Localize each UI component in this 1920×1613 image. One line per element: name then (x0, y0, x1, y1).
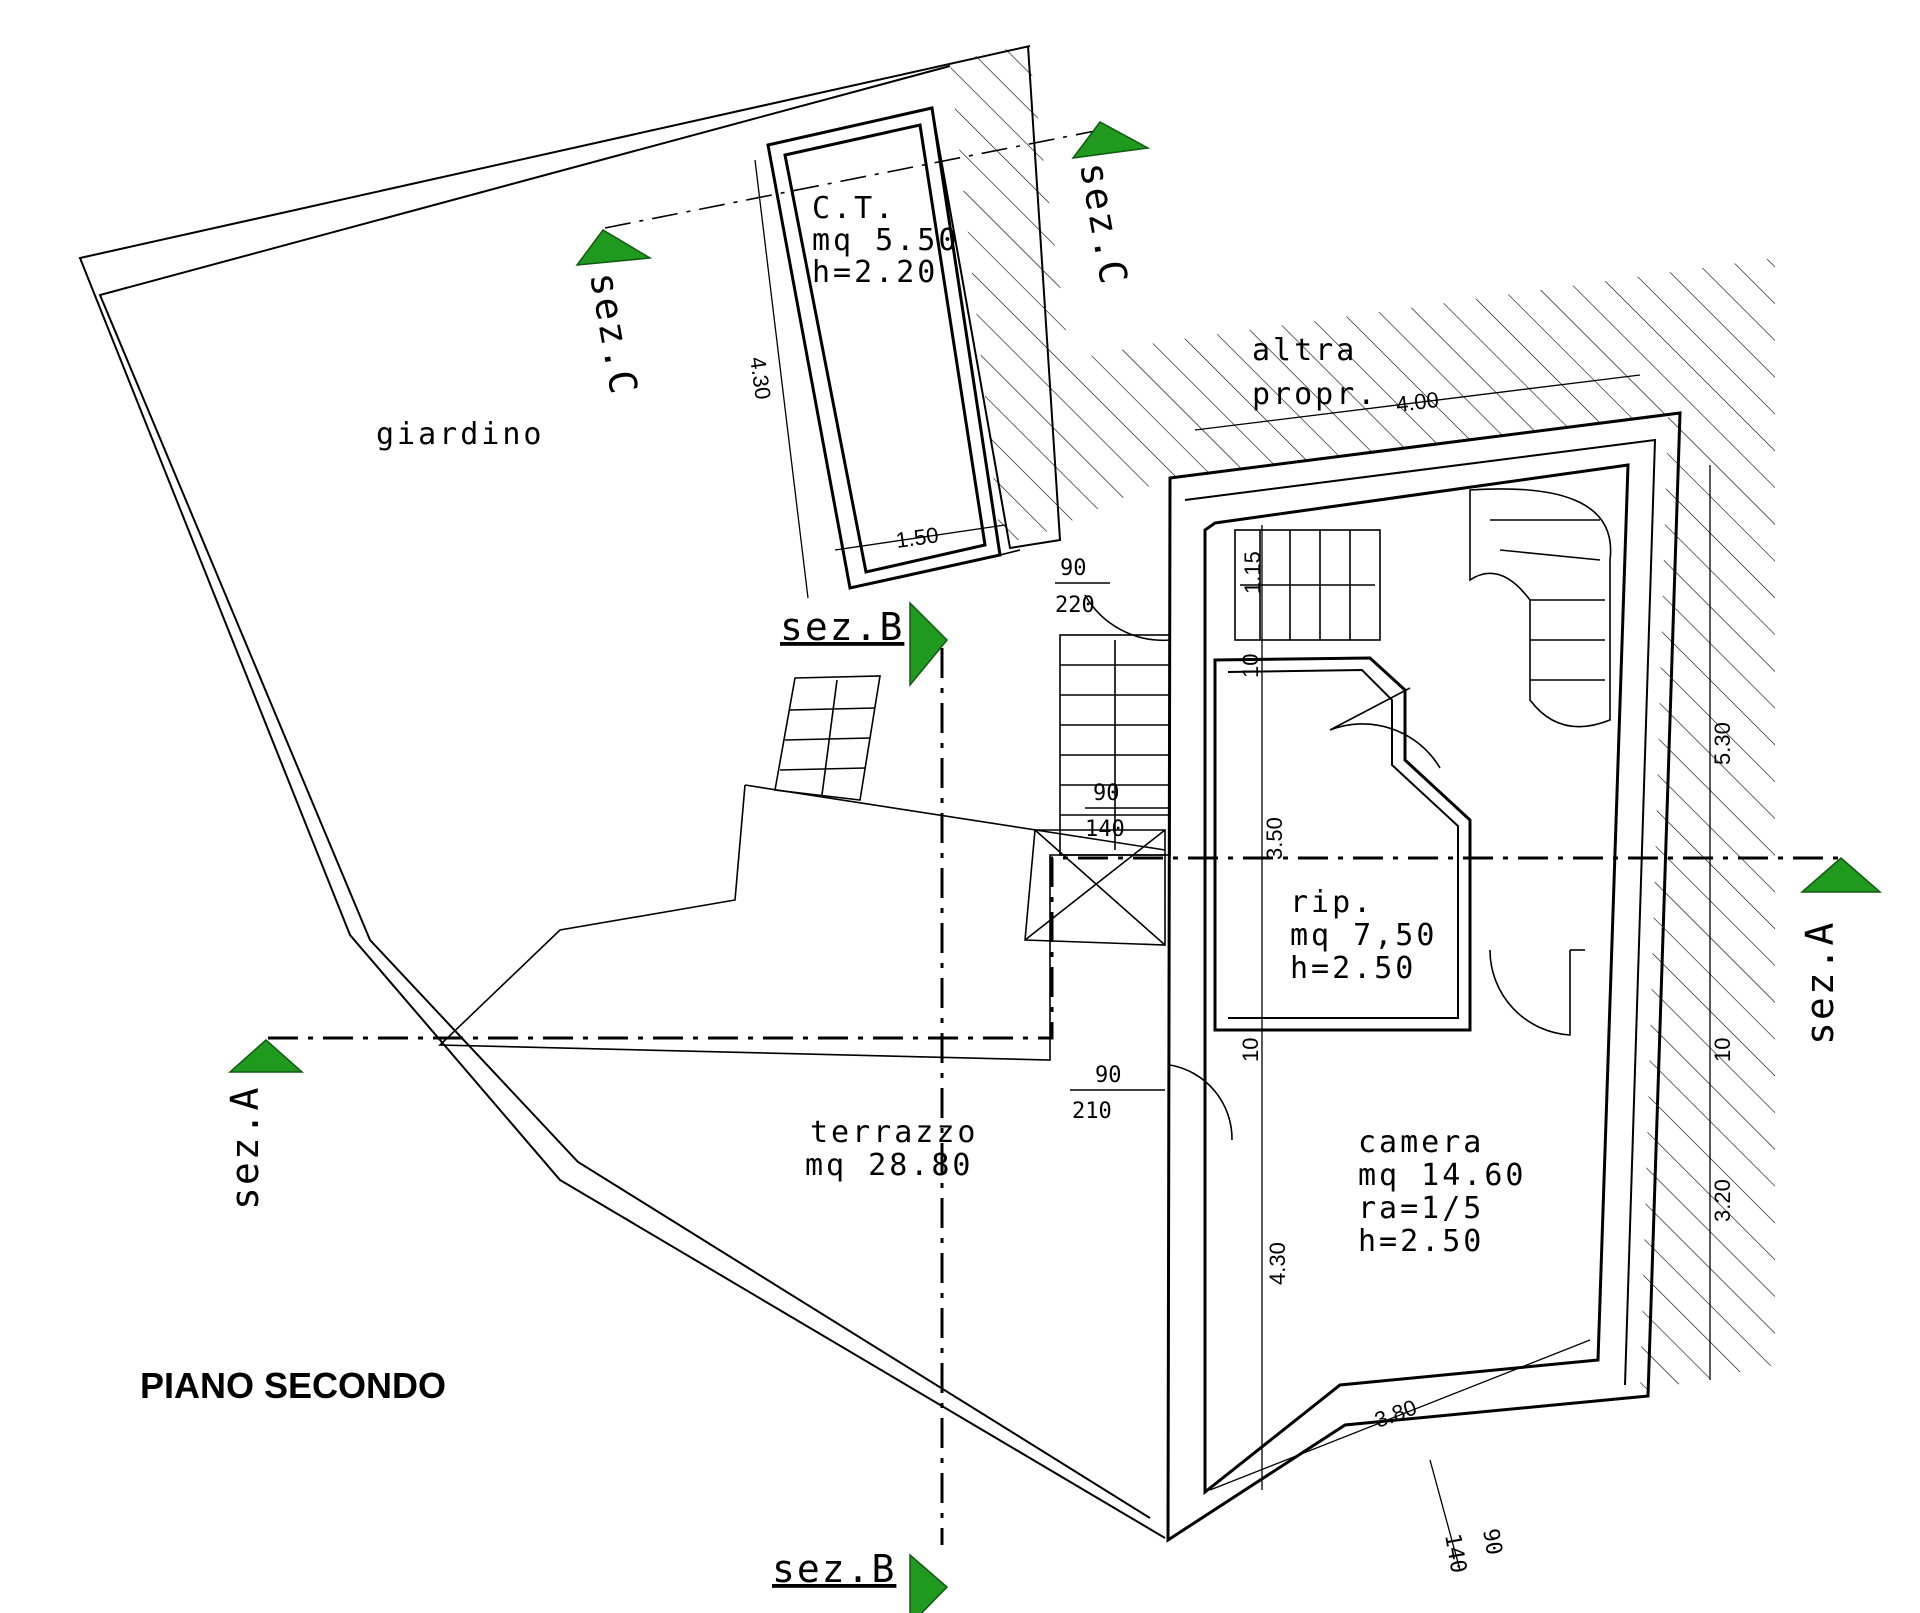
spiral-staircase (1469, 488, 1612, 728)
camera-door-arc (1489, 949, 1571, 1036)
apartment-mid-wall (1184, 438, 1657, 1386)
dim-stair-upper: 1.15 (1240, 551, 1265, 594)
rip-label-3: h=2.50 (1290, 951, 1416, 986)
dim-altra-width: 4.00 (1395, 387, 1441, 417)
camera-label-4: h=2.50 (1358, 1224, 1484, 1259)
section-c-axis (604, 129, 1101, 229)
garden-boundary-outer (78, 45, 1166, 1539)
garden-boundary-inner (98, 65, 1151, 1519)
apartment-outer-wall (1166, 411, 1682, 1543)
rip-label-1: rip. (1290, 885, 1374, 920)
section-b-marker-bottom (909, 1553, 949, 1613)
window-height: 140 (1439, 1532, 1471, 1575)
window-width: 90 (1477, 1527, 1506, 1557)
ct-outer-wall (931, 45, 1062, 550)
section-c-label-left: sez.C (581, 269, 646, 399)
door1-height: 220 (1055, 593, 1095, 618)
terrace-stair-small (774, 675, 881, 801)
landing-box (1024, 829, 1166, 946)
section-a-marker-left (228, 1038, 304, 1073)
apartment-inner-wall (1203, 463, 1630, 1496)
rip-room-wall (1213, 656, 1472, 1032)
dimension-lines (754, 159, 1711, 1571)
camera-label-3: ra=1/5 (1358, 1191, 1484, 1226)
ct-label-3: h=2.20 (812, 255, 938, 290)
terrace-edge-line (744, 784, 1166, 851)
section-b-label-top: sez.B (780, 605, 904, 649)
door1-width: 90 (1060, 556, 1087, 581)
stair-upper (1234, 529, 1381, 641)
camera-label-1: camera (1358, 1125, 1484, 1160)
rip-door-arc (1329, 687, 1441, 769)
dim-ct-height: 4.30 (745, 355, 776, 401)
rip-label-2: mq 7,50 (1290, 918, 1437, 953)
camera-label-2: mq 14.60 (1358, 1158, 1527, 1193)
entrance-door-lower (1169, 1064, 1233, 1141)
dim-wall-10a: 10 (1238, 654, 1263, 678)
section-c-marker-left (575, 229, 653, 266)
ct-wall-line-1 (999, 549, 1021, 556)
door3-width: 90 (1095, 1063, 1122, 1088)
section-b-label-bottom: sez.B (772, 1547, 896, 1591)
ct-room-inner (783, 123, 987, 574)
ct-label-1: C.T. (812, 191, 896, 226)
dim-right-lower: 3.20 (1710, 1179, 1735, 1222)
terrace-outline (438, 784, 1165, 1061)
section-b-marker-top (909, 601, 949, 688)
rip-inner-wall (1227, 668, 1459, 1019)
section-c-marker-right (1071, 121, 1151, 159)
altra-label-1: altra (1252, 333, 1357, 368)
giardino-label: giardino (376, 417, 545, 452)
section-a-label-right: sez.A (1798, 921, 1842, 1045)
terrace-stair-left-treads (1060, 640, 1170, 850)
altra-label-2: propr. (1252, 377, 1378, 412)
entrance-door-upper (1084, 594, 1171, 642)
section-c-label-right: sez.C (1071, 159, 1136, 289)
dim-wall-10c: 10 (1710, 1038, 1735, 1062)
ct-label-2: mq 5.50 (812, 223, 959, 258)
drawing-title: PIANO SECONDO (140, 1365, 446, 1406)
hatch-top-wall (950, 44, 1775, 1392)
terrazzo-label-2: mq 28.80 (805, 1148, 974, 1183)
dim-ct-width: 1.50 (894, 522, 940, 553)
door2-width: 90 (1093, 781, 1120, 806)
section-a-marker-right (1799, 857, 1883, 893)
section-a-label-left: sez.A (223, 1086, 267, 1210)
terrazzo-label-1: terrazzo (810, 1115, 979, 1150)
section-a-axis (268, 856, 1845, 1040)
dim-camera-height: 4.30 (1265, 1242, 1290, 1285)
door2-height: 140 (1085, 817, 1125, 842)
dim-wall-10b: 10 (1238, 1038, 1263, 1062)
door3-height: 210 (1072, 1099, 1112, 1124)
dim-right-upper: 5.30 (1710, 722, 1735, 765)
dim-camera-width: 3.80 (1371, 1395, 1420, 1433)
dim-rip-height: 3.50 (1262, 817, 1287, 860)
